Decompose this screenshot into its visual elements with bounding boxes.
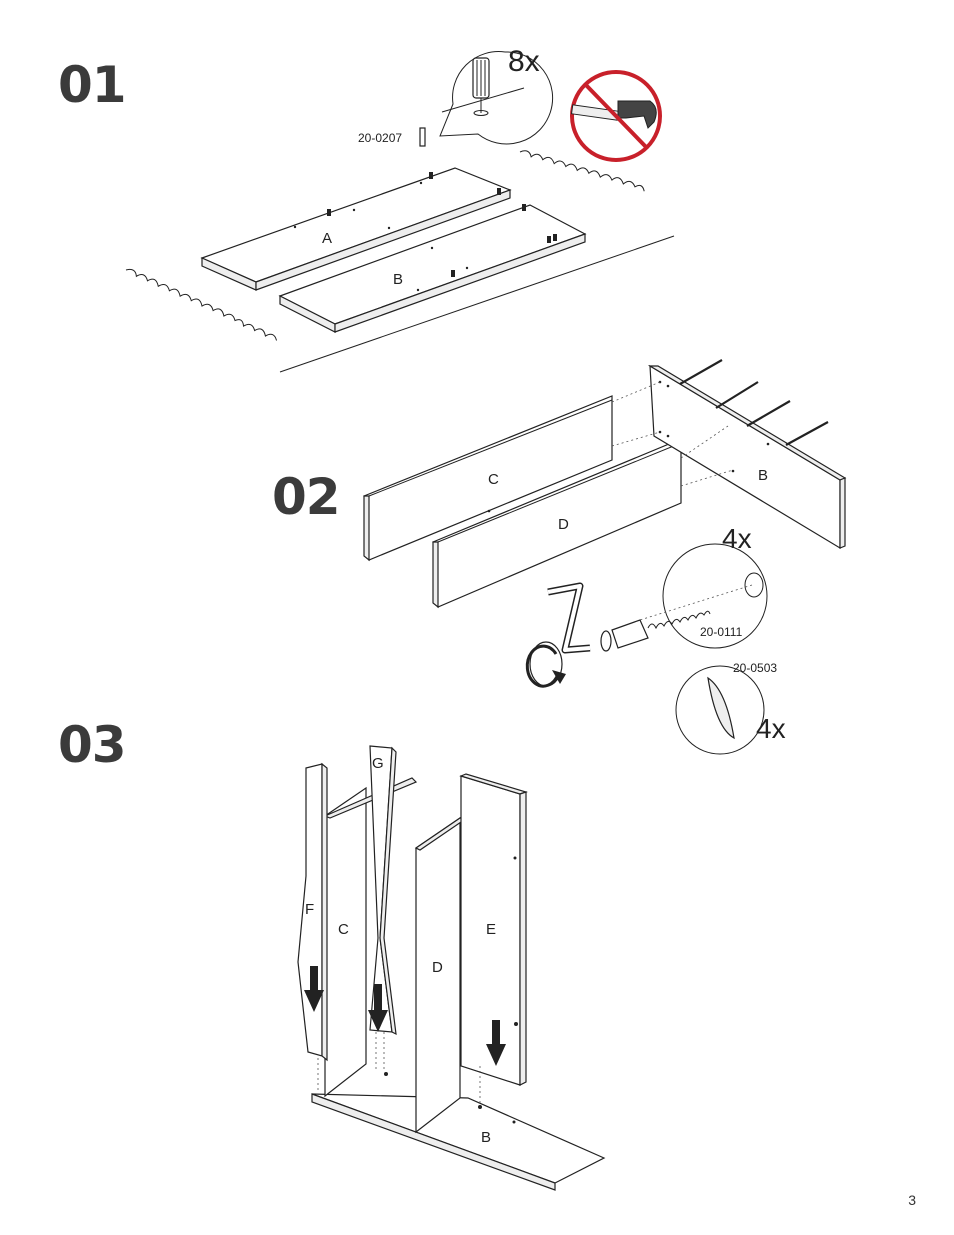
panel-G-label: G xyxy=(372,755,384,772)
cam-bolt-code: 20-0111 xyxy=(700,625,743,639)
rotate-arrow-icon xyxy=(525,641,566,688)
panel-B-base: B xyxy=(311,1072,606,1191)
cam-lock-code: 20-0503 xyxy=(733,661,777,675)
panel-G: G xyxy=(369,745,397,1072)
panel-A-label: A xyxy=(322,230,332,247)
panel-C-standing: C xyxy=(323,777,418,1098)
panel-D-standing: D xyxy=(414,816,466,1134)
carpet-icon xyxy=(125,150,675,373)
cam-lock-icon: 20-0503 4x xyxy=(675,661,786,755)
panel-D-label: D xyxy=(558,516,569,533)
step2-illustration: C D B xyxy=(363,359,847,755)
dowel-icon xyxy=(419,127,426,147)
panel-D: D xyxy=(432,438,682,609)
step-number-2: 02 xyxy=(272,468,341,526)
cam-bolt-icon: 4x 20-0111 xyxy=(600,523,768,652)
panel-C-label: C xyxy=(488,471,499,488)
panel-C-standing-label: C xyxy=(338,921,349,938)
cam-lock-quantity: 4x xyxy=(756,713,786,744)
page-number: 3 xyxy=(908,1192,916,1208)
step1-illustration: A B 20-0207 8x xyxy=(125,45,675,373)
dowel-part-code: 20-0207 xyxy=(358,131,402,145)
panel-A: A xyxy=(200,167,512,291)
step-number-3: 03 xyxy=(58,716,127,774)
panel-F: F xyxy=(297,762,328,1092)
panel-F-label: F xyxy=(305,901,314,918)
step-number-1: 01 xyxy=(58,56,127,114)
no-hammer-icon xyxy=(570,70,662,162)
panel-B-label: B xyxy=(393,271,403,288)
panel-B-upright-label: B xyxy=(758,467,768,484)
down-arrow-icon xyxy=(304,966,506,1066)
cam-bolt-quantity: 4x xyxy=(722,523,752,554)
screws xyxy=(611,359,829,487)
dowel-quantity: 8x xyxy=(508,45,540,78)
panel-D-standing-label: D xyxy=(432,959,443,976)
dowel-callout: 8x xyxy=(439,45,554,145)
panel-B: B xyxy=(278,204,587,333)
step3-illustration: B C D E F xyxy=(297,745,606,1191)
panel-E-label: E xyxy=(486,921,496,938)
panel-E: E xyxy=(459,773,528,1106)
panel-B-upright: B xyxy=(647,364,847,550)
panel-C: C xyxy=(363,395,613,562)
panel-B-base-label: B xyxy=(481,1129,491,1146)
screwdriver-icon xyxy=(547,582,591,654)
